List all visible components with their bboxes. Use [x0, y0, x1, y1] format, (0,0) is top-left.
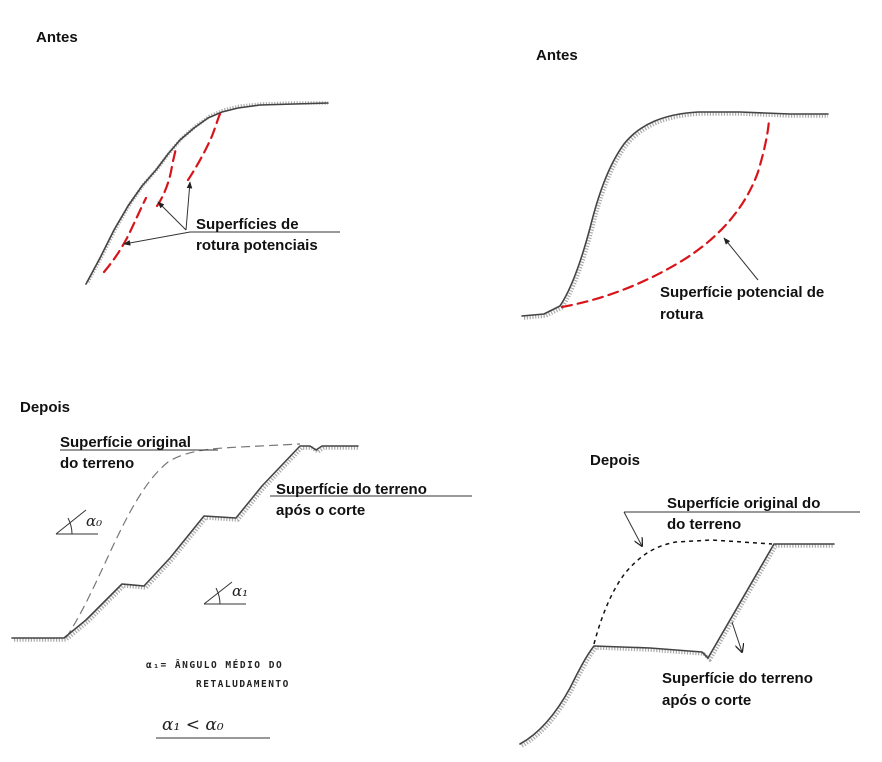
label-cut-surface-line1: Superfície do terreno — [276, 481, 427, 498]
panel-top-left: Antes Superfícies de rotura potenciais — [36, 29, 340, 285]
benched-ground-line — [11, 445, 359, 639]
original-label-pointer — [623, 511, 642, 546]
label-potential-surfaces-line1: Superfícies de — [196, 216, 299, 233]
panel-title-after-left: Depois — [20, 399, 70, 416]
label-original-surface-line1: Superfície original do — [667, 495, 820, 512]
slope-ground-shading — [86, 101, 328, 283]
angle-alpha1-symbol: α₁ — [203, 581, 248, 605]
label-cut-surface-line2: após o corte — [662, 692, 751, 709]
label-cut-surface-line2: após o corte — [276, 502, 365, 519]
original-ground-surface — [593, 539, 773, 645]
note-mean-angle-line2: RETALUDAMENTO — [196, 679, 290, 690]
failure-surface-outer — [102, 196, 148, 274]
panel-title-before-left: Antes — [36, 29, 78, 46]
slope-ground-line — [521, 111, 829, 317]
label-original-surface-line2: do terreno — [667, 516, 741, 533]
panel-title-before-right: Antes — [536, 47, 578, 64]
label-potential-surfaces-line2: rotura potenciais — [196, 237, 318, 254]
panel-top-right: Antes Superfície potencial de rotura — [521, 47, 829, 323]
original-ground-surface — [65, 443, 301, 639]
leader-line-inner — [185, 181, 193, 231]
panel-title-after-right: Depois — [590, 452, 640, 469]
label-original-surface-line1: Superfície original — [60, 434, 191, 451]
leader-line-outer — [123, 231, 191, 246]
label-cut-surface-line1: Superfície do terreno — [662, 670, 813, 687]
angle-inequality: α₁ < α₀ — [162, 715, 224, 735]
cut-label-pointer — [731, 621, 742, 652]
benched-ground-shading — [14, 446, 358, 642]
angle-alpha0-symbol: α₀ — [55, 509, 102, 535]
failure-surface-inner — [186, 112, 222, 182]
failure-surface-circular — [560, 118, 771, 309]
label-potential-surface-line1: Superfície potencial de — [660, 284, 824, 301]
cut-ground-shading — [521, 544, 834, 748]
angle-alpha0-label: α₀ — [86, 512, 102, 530]
note-mean-angle-line1: α₁= ÂNGULO MÉDIO DO — [146, 659, 283, 671]
failure-surface-middle — [155, 144, 178, 208]
panel-bottom-left: Depois Superfície original do terreno Su… — [11, 399, 472, 739]
leader-line-middle — [157, 201, 187, 231]
label-original-surface-line2: do terreno — [60, 455, 134, 472]
panel-bottom-right: Depois Superfície original do do terreno… — [519, 452, 860, 748]
angle-alpha1-label: α₁ — [232, 582, 248, 600]
leader-line-failure — [723, 237, 759, 281]
cut-ground-line — [519, 543, 835, 745]
label-potential-surface-line2: rotura — [660, 306, 704, 323]
slope-ground-line — [85, 102, 329, 285]
